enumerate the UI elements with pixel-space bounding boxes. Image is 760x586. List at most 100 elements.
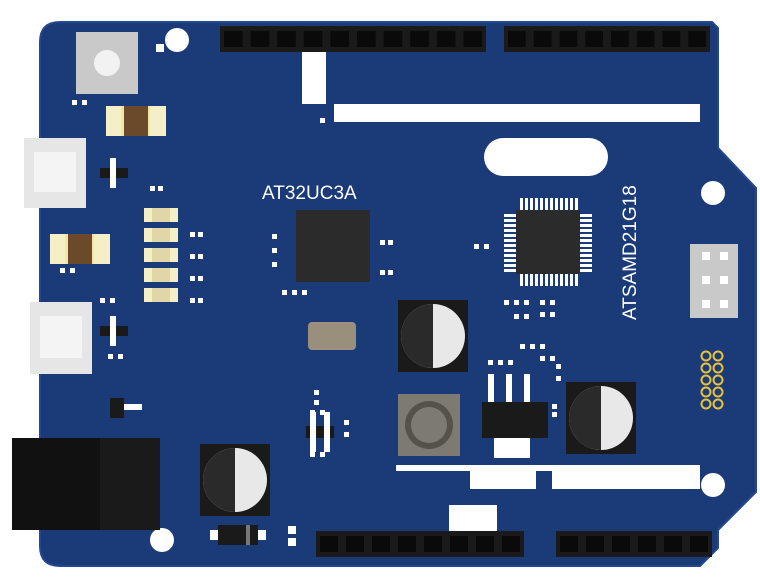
header-top-right	[504, 26, 710, 52]
smd-pad	[320, 410, 325, 415]
chip-pin	[525, 274, 528, 286]
smd-pad	[540, 356, 545, 361]
header-pin	[372, 536, 390, 552]
smd-pad	[524, 300, 529, 305]
header-pin	[560, 536, 578, 552]
gold-pad	[712, 398, 724, 410]
usb-connector-icon	[30, 302, 92, 374]
chip-pin	[575, 274, 578, 286]
chip-pin	[550, 274, 553, 286]
smd-pad	[314, 390, 319, 395]
header-pin	[357, 31, 376, 47]
smd-pad	[320, 452, 325, 457]
inductor-icon	[50, 234, 110, 264]
smd-pad	[540, 344, 545, 349]
chip-pin	[504, 244, 516, 247]
chip-pin	[504, 234, 516, 237]
smd-pad	[150, 186, 155, 191]
chip-pin	[555, 274, 558, 286]
mounting-hole	[165, 28, 189, 52]
chip-pin	[580, 249, 592, 252]
header-pin	[638, 536, 656, 552]
electrolytic-capacitor-icon	[200, 444, 270, 516]
gold-pad	[712, 386, 724, 398]
icsp-header	[690, 244, 738, 318]
smd-pad	[550, 356, 555, 361]
smd-pad	[190, 276, 195, 281]
smd-pad	[556, 364, 561, 369]
smd-pad	[292, 290, 297, 295]
smd-pad	[190, 232, 195, 237]
electrolytic-capacitor-icon	[566, 382, 636, 454]
smd-pad	[552, 412, 557, 417]
chip-pin	[580, 259, 592, 262]
gold-pad	[700, 386, 712, 398]
header-top-left	[220, 26, 486, 52]
chip-pin	[520, 274, 523, 286]
chip-pin	[550, 198, 553, 210]
smd-pad	[484, 244, 489, 249]
chip-pin	[570, 274, 573, 286]
chip-pin	[504, 219, 516, 222]
smd-pad	[344, 432, 349, 437]
chip-pin	[570, 198, 573, 210]
header-pin	[450, 536, 468, 552]
header-pin	[690, 536, 708, 552]
resistor-body	[152, 288, 170, 302]
chip-pin	[580, 234, 592, 237]
smd-pad	[388, 270, 393, 275]
header-pin	[611, 31, 629, 47]
transistor	[100, 316, 128, 346]
smd-pad	[380, 240, 385, 245]
header-bottom-right	[556, 531, 712, 557]
header-pin	[398, 536, 416, 552]
smd-pad	[282, 290, 287, 295]
voltage-regulator-icon	[482, 374, 548, 458]
smd-pad	[100, 298, 105, 303]
inductor-icon	[106, 106, 166, 136]
smd-pad	[552, 404, 557, 409]
chip-pin	[580, 214, 592, 217]
mcu-main-chip	[504, 198, 592, 286]
usb-connector-icon	[24, 138, 86, 208]
chip-pin	[504, 224, 516, 227]
header-pin	[559, 31, 578, 47]
smd-pad	[198, 298, 203, 303]
smd-pad	[118, 354, 123, 359]
smd-pad	[108, 354, 113, 359]
header-pin	[277, 31, 296, 47]
chip-pin	[580, 264, 592, 267]
header-pin	[502, 536, 520, 552]
header-pin	[330, 31, 349, 47]
header-pin	[346, 536, 364, 552]
chip-pin	[575, 198, 578, 210]
chip-pin	[580, 239, 592, 242]
resistor-body	[152, 268, 170, 282]
smd-pad	[310, 410, 315, 415]
gold-pad	[712, 374, 724, 386]
gold-pad	[712, 350, 724, 362]
mcu-secondary-chip	[296, 210, 370, 282]
chip-pin	[504, 254, 516, 257]
silkscreen-tab	[552, 471, 700, 489]
chip-pin	[504, 269, 516, 272]
silkscreen-tab	[470, 471, 536, 489]
header-bottom-left	[316, 531, 524, 557]
smd-pad	[508, 360, 513, 365]
smd-pad	[380, 270, 385, 275]
chip-pin	[520, 198, 523, 210]
chip-pin	[535, 198, 538, 210]
silkscreen-line	[302, 52, 326, 104]
smd-pad	[520, 344, 525, 349]
chip-pin	[540, 274, 543, 286]
smd-pad	[524, 314, 529, 319]
smd-pad	[60, 268, 65, 273]
smd-pad	[320, 118, 325, 123]
chip-pin	[525, 198, 528, 210]
smd-pad	[198, 276, 203, 281]
smd-pad	[110, 298, 115, 303]
mcu-main-label: ATSAMD21G18	[620, 185, 641, 320]
header-pin	[586, 536, 604, 552]
header-pin	[662, 31, 681, 47]
mounting-hole	[701, 181, 725, 205]
